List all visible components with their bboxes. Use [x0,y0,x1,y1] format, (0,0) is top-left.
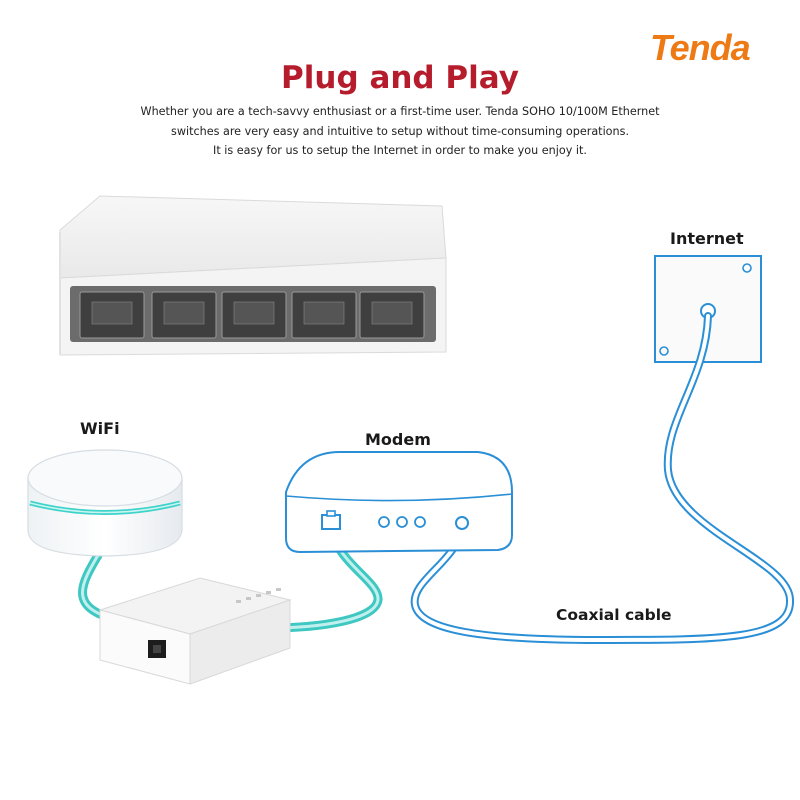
mini-switch-icon [98,577,292,685]
ethernet-switch-5-port-icon [59,195,447,356]
internet-label: Internet [670,229,744,248]
mesh-wifi-router-icon [27,449,183,557]
description-line-3: It is easy for us to setup the Internet … [213,144,587,157]
coaxial-cable-label: Coaxial cable [556,606,672,624]
coaxial-cable [410,312,795,645]
description-line-1: Whether you are a tech-savvy enthusiast … [140,105,660,118]
modem-label: Modem [365,430,431,449]
description: Whether you are a tech-savvy enthusiast … [60,102,740,161]
wifi-label: WiFi [80,419,120,438]
description-line-2: switches are very easy and intuitive to … [170,124,629,138]
ethernet-cable-modem [263,517,383,633]
modem-icon [285,451,513,554]
ethernet-cable-wifi [78,547,115,623]
page-title: Plug and Play [281,60,519,96]
tenda-logo: Tenda [650,27,751,68]
